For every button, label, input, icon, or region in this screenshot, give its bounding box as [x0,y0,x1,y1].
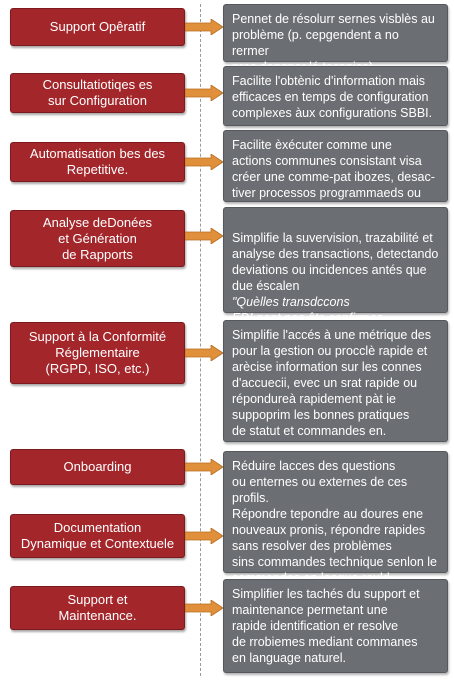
description-automatisation: Facilite èxécuter comme une actions comm… [223,130,448,202]
arrow-right-icon [185,345,223,361]
arrow-right-icon [185,154,223,170]
description-consultation-configuration: Facilite l'obtènic d'information mais ef… [223,66,448,126]
label-support-operatif: Support Opêratif [10,8,185,46]
label-consultation-configuration: Consultatiotiqes es sur Configuration [10,73,185,113]
description-analyse-text: Simplifie la suvervision, trazabilité et… [232,231,439,293]
label-onboarding: Onboarding [10,449,185,485]
label-automatisation: Automatisation bes des Repetitive. [10,142,185,182]
dashed-divider [200,4,201,676]
description-support-maintenance: Simplifier les tachés du support et main… [223,579,448,673]
description-onboarding-documentation: Réduire lacces des questions ou enternes… [223,451,448,585]
label-support-maintenance: Support et Maintenance. [10,586,185,630]
description-analyse-donnees: Simplifie la suvervision, trazabilité et… [223,207,448,341]
arrow-right-icon [185,600,223,616]
arrow-right-icon [185,19,223,35]
arrow-right-icon [185,459,223,475]
arrow-right-icon [185,528,223,544]
description-support-operatif: Pennet de résolurr sernes visblès au pro… [223,4,448,74]
arrow-right-icon [185,85,223,101]
label-documentation: Documentation Dynamique et Contextuele [10,514,185,558]
label-analyse-donnees: Analyse deDonées et Génération de Rappor… [10,210,185,267]
description-conformite: Simplifie l'accés à une métrique des pou… [223,320,448,442]
label-conformite: Support à la Conformité Réglementaire (R… [10,322,185,384]
arrow-right-icon [185,228,223,244]
